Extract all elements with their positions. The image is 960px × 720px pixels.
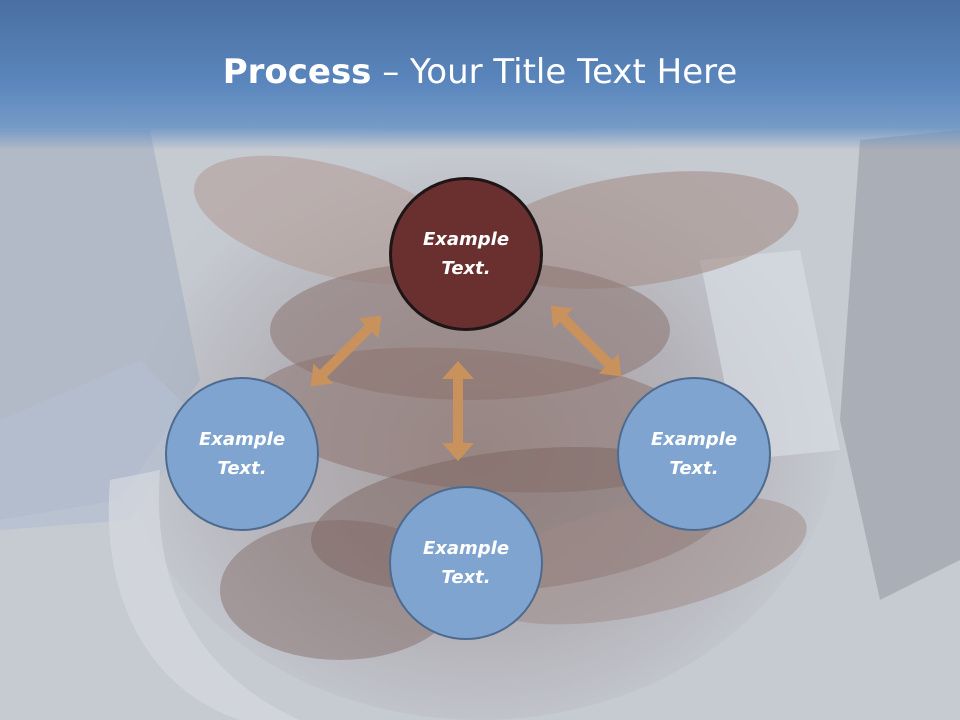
node-right-line1: Example — [650, 429, 738, 450]
title-bar — [0, 0, 960, 150]
node-left-line2: Text. — [217, 458, 267, 479]
node-right-line2: Text. — [669, 458, 719, 479]
slide-title: Process – Your Title Text Here — [0, 52, 960, 92]
title-rest: – Your Title Text Here — [371, 52, 738, 92]
process-node-left: Example Text. — [165, 377, 319, 531]
node-top-line2: Text. — [441, 258, 491, 279]
node-bottom-line2: Text. — [441, 567, 491, 588]
process-node-right: Example Text. — [617, 377, 771, 531]
title-bold: Process — [222, 52, 372, 92]
node-left-line1: Example — [198, 429, 286, 450]
node-bottom-line1: Example — [422, 538, 510, 559]
process-node-top: Example Text. — [389, 177, 543, 331]
node-top-line1: Example — [422, 229, 510, 250]
process-node-bottom: Example Text. — [389, 486, 543, 640]
